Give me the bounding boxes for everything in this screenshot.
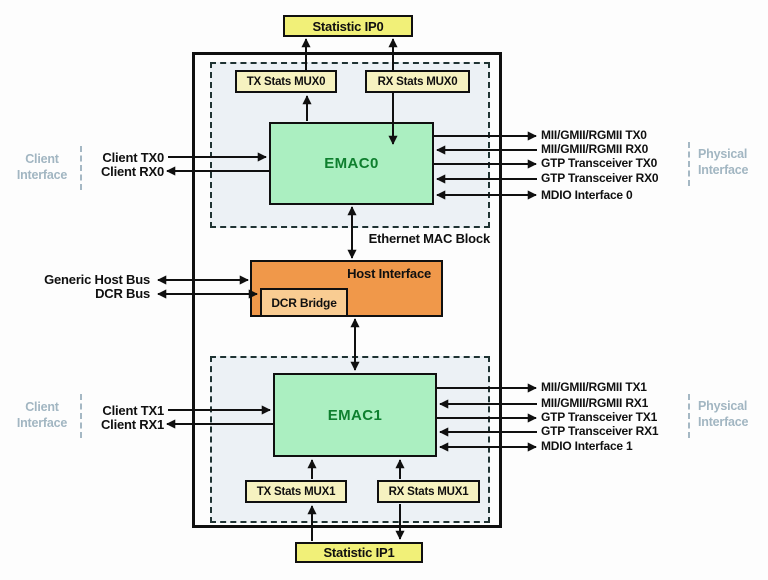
emac0-box: EMAC0 <box>269 122 434 205</box>
emac1-box: EMAC1 <box>273 373 437 457</box>
tx-stats-mux1-box: TX Stats MUX1 <box>245 480 347 503</box>
physical-interface-bottom-line2: Interface <box>698 415 749 429</box>
client-interface-separator-bottom <box>80 394 82 438</box>
client-interface-separator-top <box>80 146 82 190</box>
client-interface-bottom-line2: Interface <box>16 416 68 430</box>
host-interface-label: Host Interface <box>347 266 431 281</box>
client-rx0-label: Client RX0 <box>100 164 164 179</box>
physical-interface-separator-bottom <box>688 394 690 438</box>
client-interface-bottom-line1: Client <box>25 400 59 414</box>
dcr-bus-label: DCR Bus <box>95 286 150 301</box>
statistic-ip0-box: Statistic IP0 <box>283 15 413 37</box>
emac1-port-label-3: GTP Transceiver RX1 <box>541 424 659 438</box>
client-interface-top-line2: Interface <box>16 168 68 182</box>
rx-stats-mux1-box: RX Stats MUX1 <box>377 480 480 503</box>
emac0-port-label-0: MII/GMII/RGMII TX0 <box>541 128 647 142</box>
generic-host-bus-label: Generic Host Bus <box>44 272 150 287</box>
rx-stats-mux0-label: RX Stats MUX0 <box>377 75 458 88</box>
physical-interface-label-bottom: Physical Interface <box>698 398 760 430</box>
client-tx0-label: Client TX0 <box>102 150 164 165</box>
emac1-port-label-0: MII/GMII/RGMII TX1 <box>541 380 647 394</box>
client-interface-label-bottom: Client Interface <box>6 399 78 431</box>
client-interface-label-top: Client Interface <box>6 151 78 183</box>
emac0-label: EMAC0 <box>324 155 379 172</box>
emac0-port-label-3: GTP Transceiver RX0 <box>541 171 659 185</box>
emac1-port-label-4: MDIO Interface 1 <box>541 439 633 453</box>
statistic-ip0-label: Statistic IP0 <box>312 18 384 34</box>
physical-interface-bottom-line1: Physical <box>698 399 748 413</box>
client-interface-top-line1: Client <box>25 152 59 166</box>
emac0-port-label-1: MII/GMII/RGMII RX0 <box>541 142 649 156</box>
emac1-port-label-2: GTP Transceiver TX1 <box>541 410 658 424</box>
emac1-label: EMAC1 <box>327 406 383 424</box>
physical-interface-label-top: Physical Interface <box>698 146 760 178</box>
tx-stats-mux0-label: TX Stats MUX0 <box>246 75 326 88</box>
ethernet-mac-block-label: Ethernet MAC Block <box>368 231 491 246</box>
tx-stats-mux0-box: TX Stats MUX0 <box>235 70 337 93</box>
tx-stats-mux1-label: TX Stats MUX1 <box>256 485 336 498</box>
physical-interface-separator-top <box>688 142 690 186</box>
dcr-bridge-box: DCR Bridge <box>260 288 348 317</box>
emac0-port-label-2: GTP Transceiver TX0 <box>541 156 658 170</box>
rx-stats-mux0-box: RX Stats MUX0 <box>365 70 470 93</box>
emac0-port-label-4: MDIO Interface 0 <box>541 188 633 202</box>
statistic-ip1-box: Statistic IP1 <box>295 542 423 563</box>
physical-interface-top-line2: Interface <box>698 163 749 177</box>
emac1-port-label-1: MII/GMII/RGMII RX1 <box>541 396 649 410</box>
client-tx1-label: Client TX1 <box>102 403 164 418</box>
physical-interface-top-line1: Physical <box>698 147 748 161</box>
client-rx1-label: Client RX1 <box>100 417 164 432</box>
dcr-bridge-label: DCR Bridge <box>271 295 337 310</box>
rx-stats-mux1-label: RX Stats MUX1 <box>388 485 469 498</box>
statistic-ip1-label: Statistic IP1 <box>323 545 395 560</box>
